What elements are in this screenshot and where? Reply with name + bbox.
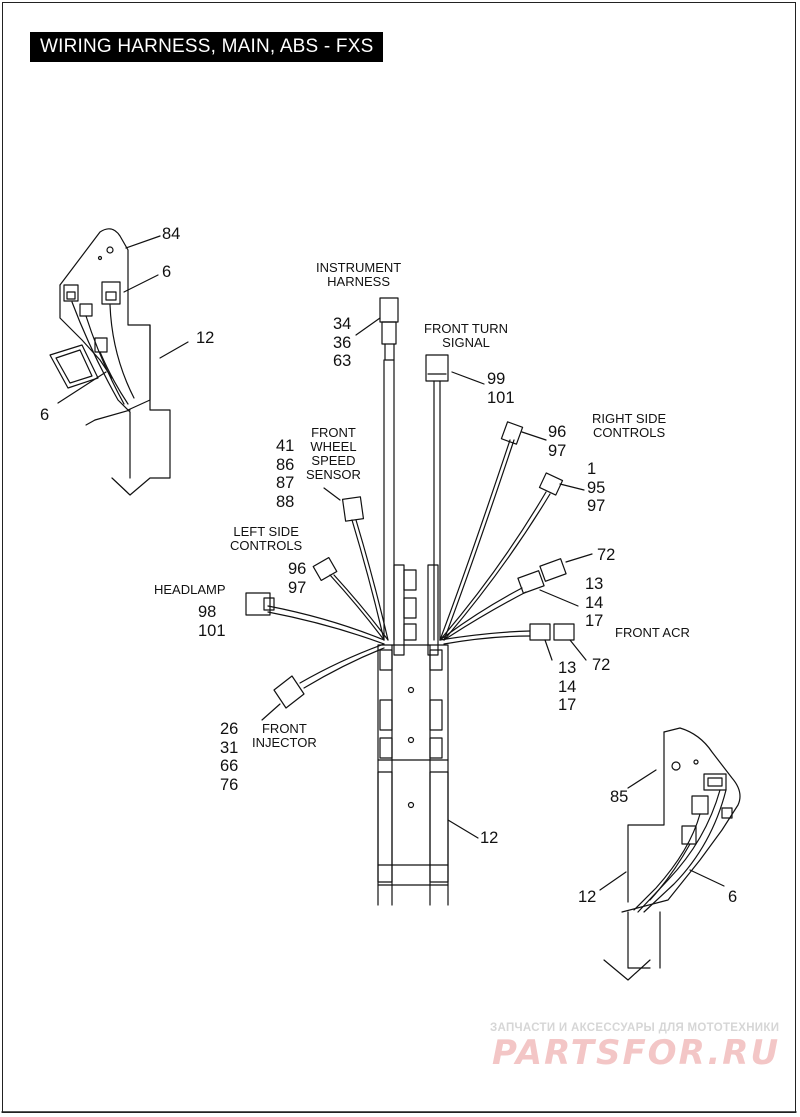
- front-wheel-speed-sensor-caption: FRONT WHEEL SPEED SENSOR: [306, 425, 361, 482]
- callout-41-86-87-88: 41 86 87 88: [276, 437, 295, 511]
- right-side-controls-caption: RIGHT SIDE CONTROLS: [592, 411, 667, 440]
- headlamp-caption: HEADLAMP: [154, 582, 226, 597]
- callout-12-upper-left: 12: [196, 329, 215, 347]
- callout-96-97-right: 96 97: [548, 423, 567, 460]
- front-turn-signal-caption: FRONT TURN SIGNAL: [424, 321, 509, 350]
- callout-13-14-17-lower: 13 14 17: [558, 659, 577, 714]
- callout-99-101: 99 101: [487, 370, 515, 407]
- callout-72-lower: 72: [592, 656, 611, 674]
- callout-72-upper: 72: [597, 546, 616, 564]
- front-acr-caption: FRONT ACR: [615, 625, 690, 640]
- callout-96-97-left: 96 97: [288, 560, 307, 597]
- harness-branches: [245, 421, 593, 721]
- watermark-logo: PARTSFOR.RU: [492, 1033, 781, 1073]
- inset-lower-right: [599, 727, 741, 981]
- callout-84: 84: [162, 225, 181, 243]
- callout-6-lower-left: 6: [40, 406, 50, 424]
- front-injector-caption: FRONT INJECTOR: [252, 721, 317, 750]
- callout-6-upper: 6: [162, 263, 172, 281]
- callout-26-31-66-76: 26 31 66 76: [220, 720, 239, 794]
- main-trunk: [355, 297, 485, 906]
- watermark-tagline: ЗАПЧАСТИ И АКСЕССУАРЫ ДЛЯ МОТОТЕХНИКИ: [490, 1022, 780, 1034]
- page-title: WIRING HARNESS, MAIN, ABS - FXS: [30, 32, 384, 62]
- callout-12-lower-right: 12: [578, 888, 597, 906]
- inset-upper-left: [49, 228, 189, 496]
- callout-12-center: 12: [480, 829, 499, 847]
- left-side-controls-caption: LEFT SIDE CONTROLS: [230, 524, 303, 553]
- callout-6-lower-right: 6: [728, 888, 738, 906]
- callout-34-36-63: 34 36 63: [333, 315, 352, 370]
- callout-98-101: 98 101: [198, 603, 226, 640]
- instrument-harness-caption: INSTRUMENT HARNESS: [316, 260, 402, 289]
- callout-85: 85: [610, 788, 629, 806]
- callout-1-95-97: 1 95 97: [587, 460, 606, 515]
- callout-13-14-17-upper: 13 14 17: [585, 575, 604, 630]
